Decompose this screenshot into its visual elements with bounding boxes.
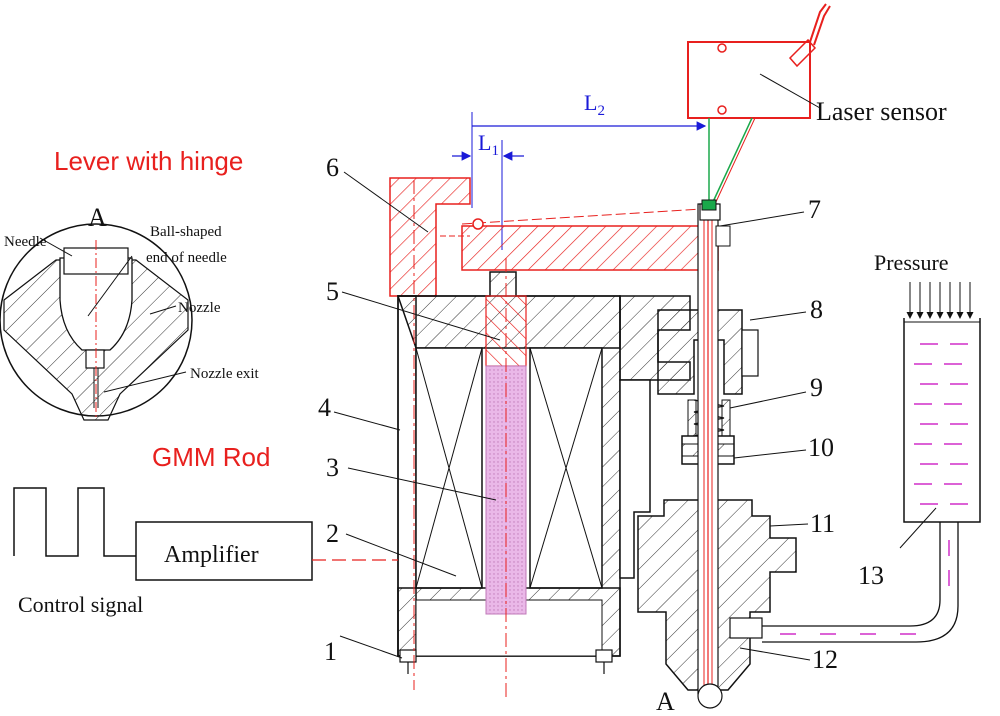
part-11-label: 11 xyxy=(810,509,835,538)
part-12-label: 12 xyxy=(812,645,838,674)
needle-assembly xyxy=(637,199,797,709)
part-8-label: 8 xyxy=(810,295,823,324)
lever xyxy=(440,207,719,271)
part-6-label: 6 xyxy=(326,153,339,182)
laser-sensor xyxy=(687,3,831,205)
gmm-rod-label: GMM Rod xyxy=(152,442,270,472)
detail-a xyxy=(0,223,193,421)
gmm-rod xyxy=(485,258,527,700)
control-signal-label: Control signal xyxy=(18,592,143,617)
part-5-label: 5 xyxy=(326,277,339,306)
part-7-label: 7 xyxy=(808,195,821,224)
amplifier-box xyxy=(135,521,313,581)
part-2-label: 2 xyxy=(326,519,339,548)
part-13-label: 13 xyxy=(858,561,884,590)
part-10-label: 10 xyxy=(808,433,834,462)
lever-with-hinge-label: Lever with hinge xyxy=(54,146,243,176)
detail-a-letter: A xyxy=(88,203,107,232)
pressure-tank xyxy=(762,282,981,643)
amplifier-label: Amplifier xyxy=(164,542,259,568)
part-leaders xyxy=(333,171,937,661)
needle-label: Needle xyxy=(4,234,47,250)
nozzle-exit-label: Nozzle exit xyxy=(190,366,260,382)
l1-label: L1 xyxy=(478,130,499,159)
nozzle-label: Nozzle xyxy=(178,300,221,316)
laser-sensor-label: Laser sensor xyxy=(816,97,947,126)
ball-shaped-label-1: Ball-shaped xyxy=(150,224,222,240)
part-1-label: 1 xyxy=(324,637,337,666)
l2-label: L2 xyxy=(584,90,605,119)
pressure-label: Pressure xyxy=(874,250,949,275)
part-3-label: 3 xyxy=(326,453,339,482)
part-4-label: 4 xyxy=(318,393,331,422)
section-a-letter: A xyxy=(656,687,675,716)
control-signal-wave xyxy=(13,487,136,557)
ball-shaped-label-2: end of needle xyxy=(146,250,227,266)
part-9-label: 9 xyxy=(810,373,823,402)
